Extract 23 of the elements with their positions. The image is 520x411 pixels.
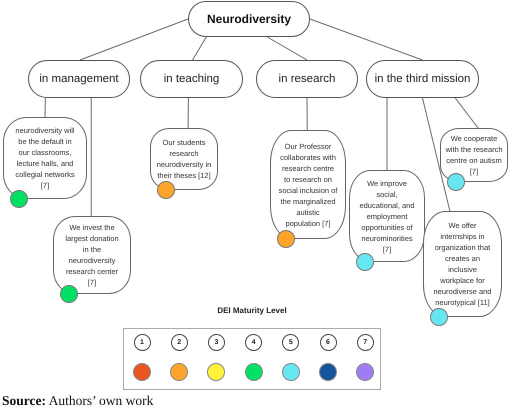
legend-title: DEI Maturity Level <box>217 306 287 315</box>
node-text: Neurodiversity <box>206 12 292 26</box>
pill-node <box>256 60 358 98</box>
connector-line <box>188 98 189 128</box>
connector-line <box>306 98 308 130</box>
connector-line <box>44 98 46 118</box>
source-note: Source: Authors’ own work <box>2 393 154 409</box>
node-text: in teaching <box>164 73 220 85</box>
connector-line <box>266 36 308 60</box>
connector-line <box>310 18 423 60</box>
connector-line <box>192 36 207 60</box>
connector-line <box>386 98 388 170</box>
connector-line <box>80 18 188 60</box>
connector-line <box>454 98 479 128</box>
node-text: in the third mission <box>374 73 470 85</box>
pill-node <box>188 1 310 37</box>
pill-node <box>140 60 243 98</box>
connector-line <box>422 98 450 212</box>
pill-node <box>28 60 130 98</box>
node-text: in research <box>278 73 336 85</box>
connector-line <box>90 98 92 216</box>
node-text: in management <box>39 73 119 85</box>
pill-node <box>366 60 479 98</box>
